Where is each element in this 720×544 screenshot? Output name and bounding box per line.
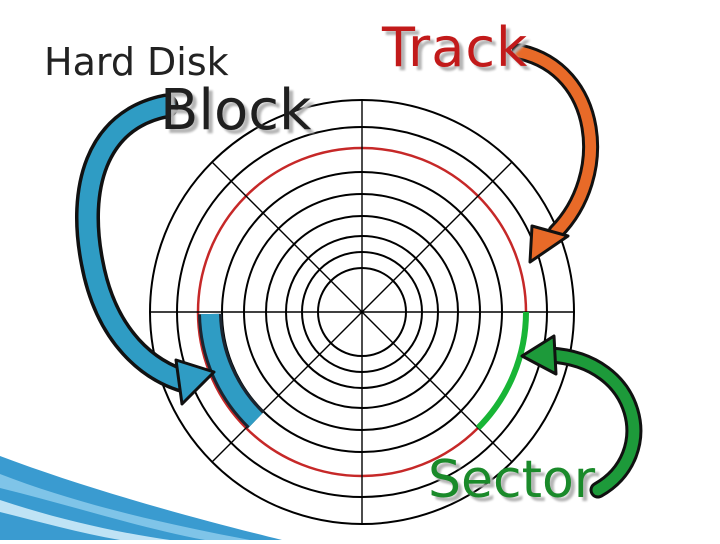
block-highlight-fill xyxy=(201,313,263,427)
sector-arrow xyxy=(520,334,643,499)
track-label: Track xyxy=(382,16,529,79)
sector-label: Sector xyxy=(428,450,596,510)
block-arrow xyxy=(75,93,216,406)
track-arrow xyxy=(511,43,600,264)
corner-wave-decoration xyxy=(0,456,282,540)
sector-highlight xyxy=(475,311,530,431)
block-label: Block xyxy=(160,78,312,143)
hard-disk-label: Hard Disk xyxy=(44,40,229,84)
